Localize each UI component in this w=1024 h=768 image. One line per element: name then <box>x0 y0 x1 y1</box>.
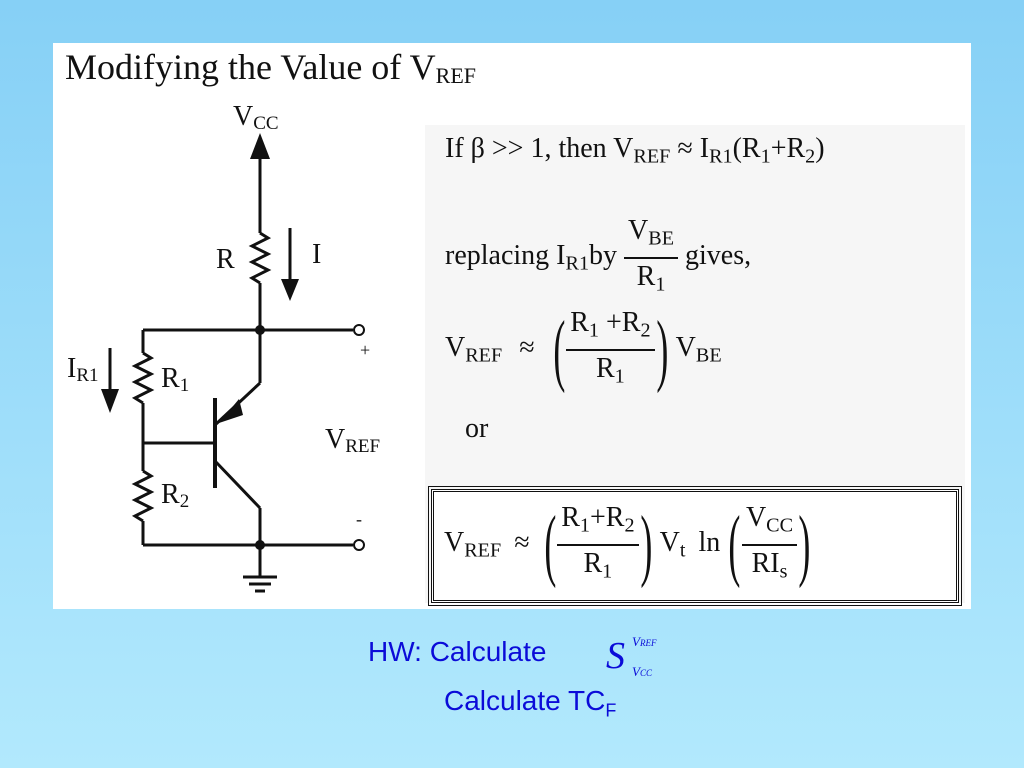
boxed-result-equation: VREF ≈ ( R1+R2 R1 ) Vt ln ( VCC RIs ) <box>428 486 962 606</box>
label-vcc: VCC <box>233 101 279 134</box>
homework-line-1: HW: Calculate <box>368 636 547 667</box>
circuit-diagram: VCC R I IR1 R1 R2 + - VREF <box>67 101 380 593</box>
equation-vref-vbe: VREF ≈ ( R1 +R2 R1 ) VBE <box>445 305 722 394</box>
label-r2: R2 <box>161 479 189 512</box>
current-i-arrow <box>281 279 299 301</box>
terminal-minus <box>353 539 365 551</box>
label-plus: + <box>360 340 370 360</box>
node-dot-bottom <box>255 540 265 550</box>
slide-panel: Modifying the Value of VREF <box>53 43 971 609</box>
resistor-r2 <box>131 469 155 523</box>
equation-beta-condition: If β >> 1, then VREF ≈ IR1(R1+R2) <box>445 133 825 168</box>
current-ir1-arrow <box>101 389 119 413</box>
slide-title: Modifying the Value of VREF <box>65 47 476 88</box>
label-minus: - <box>356 509 362 529</box>
equation-or: or <box>465 413 489 444</box>
node-dot-top <box>255 325 265 335</box>
fraction-vbe-over-r1: VBE R1 <box>624 213 679 302</box>
homework-line-2: Calculate TCF <box>444 685 617 721</box>
resistor-r <box>248 231 272 285</box>
label-r1: R1 <box>161 363 189 396</box>
terminal-plus <box>353 324 365 336</box>
transistor-arrow <box>219 399 243 423</box>
label-r: R <box>216 244 235 275</box>
vcc-arrow <box>250 133 270 159</box>
transistor-emitter <box>213 459 262 510</box>
label-vref: VREF <box>325 424 380 457</box>
label-ir1: IR1 <box>67 353 99 386</box>
resistor-r1 <box>131 351 155 405</box>
label-i: I <box>312 239 321 270</box>
equation-replacing: replacing IR1by VBE R1 gives, <box>445 213 751 302</box>
sensitivity-symbol: S VREF VCC <box>606 634 657 679</box>
